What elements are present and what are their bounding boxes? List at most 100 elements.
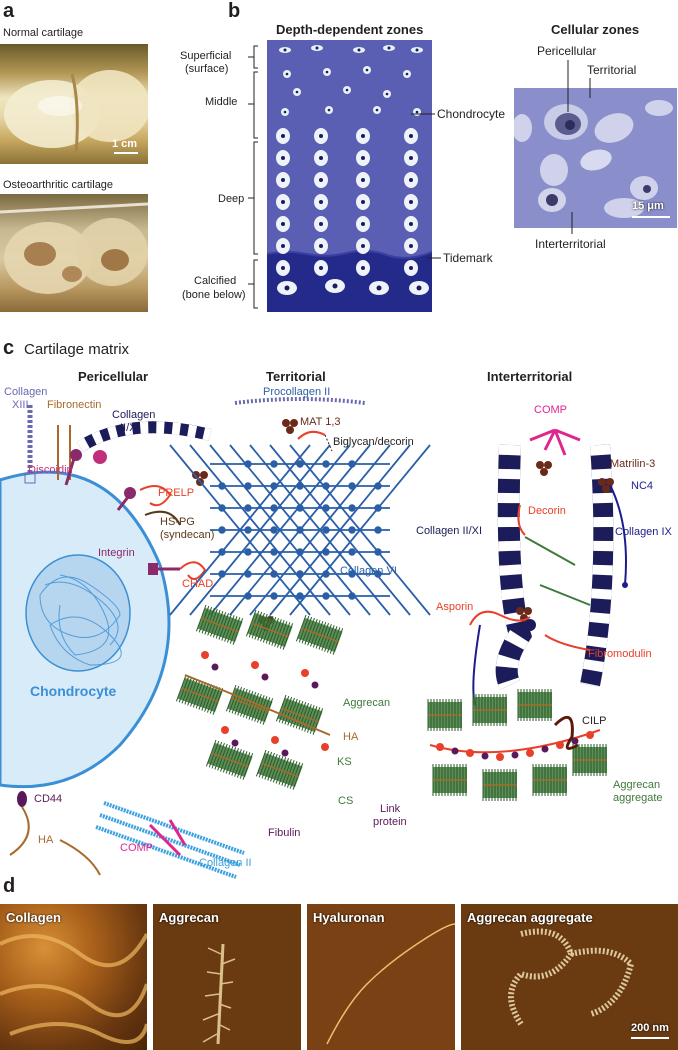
label-prelp: PRELP — [158, 487, 195, 499]
cd44-receptor — [17, 791, 27, 807]
chondrocyte-label-b: Chondrocyte — [437, 107, 506, 121]
aggrecan-aggregate-right — [427, 689, 607, 801]
depth-zones-illustration — [267, 40, 432, 312]
label-chondrocyte-c: Chondrocyte — [30, 683, 117, 699]
scale-200nm: 200 nm — [631, 1022, 669, 1034]
ha-backbone-mid — [184, 674, 331, 736]
procollagen-ii — [234, 397, 366, 405]
cellular-cells — [514, 100, 673, 218]
afm-label-collagen: Collagen — [6, 910, 61, 925]
label-link-1: Link — [380, 803, 401, 815]
zone-deep-label: Deep — [218, 193, 245, 205]
integrin-receptor — [148, 563, 180, 575]
label-aggregate-2: aggregate — [613, 792, 663, 804]
comp-pentamer-right — [529, 428, 581, 456]
pericellular-label-b: Pericellular — [537, 44, 597, 58]
collagen-vi-network — [169, 444, 431, 616]
collagen-ii-bundle — [95, 801, 245, 879]
label-comp-right: COMP — [534, 404, 567, 416]
label-matrilin3: Matrilin-3 — [610, 458, 656, 470]
label-collagen-iixi-1: Collagen — [112, 409, 156, 421]
label-collagen-ix: Collagen IX — [615, 526, 672, 538]
cellular-zones-title: Cellular zones — [551, 22, 640, 37]
panel-b-letter: b — [228, 0, 241, 22]
label-ks: KS — [337, 756, 352, 768]
chromatin — [39, 574, 122, 666]
label-biglycan: Biglycan/decorin — [333, 436, 414, 448]
label-asporin: Asporin — [436, 601, 474, 613]
afm-label-hyaluronan: Hyaluronan — [313, 910, 385, 925]
discoidin-receptor — [64, 449, 82, 486]
normal-cartilage-label: Normal cartilage — [3, 27, 84, 39]
header-territorial: Territorial — [266, 369, 326, 384]
normal-cartilage-photo: 1 cm — [0, 44, 148, 164]
label-collagen-vi: Collagen VI — [340, 565, 397, 577]
label-cilp: CILP — [582, 715, 607, 727]
zone-surface-label: (surface) — [185, 63, 229, 75]
afm-label-aggrecan: Aggrecan — [159, 910, 219, 925]
label-link-2: protein — [373, 816, 407, 828]
zone-middle-label: Middle — [205, 96, 238, 108]
label-ha-left: HA — [38, 834, 54, 846]
header-interterritorial: Interterritorial — [487, 369, 573, 384]
label-decorin: Decorin — [528, 505, 566, 517]
label-aggregate-1: Aggrecan — [613, 779, 661, 791]
collagen-xiii-molecule — [24, 405, 36, 484]
label-fibromodulin: Fibromodulin — [588, 648, 652, 660]
afm-hyaluronan: Hyaluronan — [307, 904, 455, 1050]
label-cd44: CD44 — [34, 793, 63, 805]
label-hspg-1: HS-PG — [160, 516, 195, 528]
zone-bone-below-label: (bone below) — [182, 289, 246, 301]
depth-zones-title: Depth-dependent zones — [276, 22, 424, 37]
label-nc4: NC4 — [631, 480, 654, 492]
afm-aggrecan: Aggrecan — [153, 904, 301, 1050]
chad-molecule — [179, 561, 207, 580]
discoidin-node — [93, 450, 107, 464]
label-fibulin: Fibulin — [268, 827, 301, 839]
decorin-core — [524, 536, 591, 606]
zone-calcified-label: Calcified — [194, 275, 237, 287]
scale-15um: 15 μm — [632, 200, 664, 212]
depth-pointer-lines — [411, 113, 441, 259]
label-collagen-xiii-2: XIII — [12, 399, 29, 411]
oa-knee-shape — [0, 202, 148, 294]
matrilin-clusters — [516, 461, 614, 622]
header-pericellular: Pericellular — [78, 369, 149, 384]
prelp-molecule — [116, 485, 172, 511]
label-ha-mid: HA — [343, 731, 359, 743]
scale-bar-1cm — [114, 152, 138, 154]
aggrecan-territorial — [175, 604, 344, 790]
territorial-label-b: Territorial — [587, 63, 637, 77]
label-discoidin: Discoidin — [28, 464, 73, 476]
label-aggrecan: Aggrecan — [343, 697, 391, 709]
ha-left-strand — [9, 806, 101, 876]
panel-d-letter: d — [3, 875, 16, 897]
label-collagen-ii: Collagen II — [199, 857, 252, 869]
cartilage-matrix-diagram — [0, 397, 628, 879]
tidemark-label: Tidemark — [443, 251, 493, 265]
afm-aggrecan-aggregate: Aggrecan aggregate 200 nm — [461, 904, 678, 1050]
interterritorial-label-b: Interterritorial — [535, 237, 606, 251]
label-hspg-2: (syndecan) — [160, 529, 215, 541]
normal-knee-shape — [4, 70, 148, 155]
label-procollagen: Procollagen II — [263, 386, 331, 398]
scale-bar-200nm — [631, 1037, 669, 1039]
label-integrin: Integrin — [98, 547, 135, 559]
hspg-molecule — [144, 510, 181, 526]
cilp — [553, 715, 579, 751]
label-cs: CS — [338, 795, 354, 807]
cartilage-matrix-title: Cartilage matrix — [24, 341, 130, 358]
cellular-zones-micrograph: 15 μm — [514, 88, 677, 228]
oa-cartilage-label: Osteoarthritic cartilage — [3, 179, 114, 191]
oa-cartilage-photo — [0, 194, 148, 312]
scale-1cm: 1 cm — [112, 138, 138, 150]
cellular-pointer-lines — [567, 60, 591, 234]
label-chad: CHAD — [182, 578, 214, 590]
label-fibronectin: Fibronectin — [47, 399, 102, 411]
scale-bar-15um — [632, 216, 670, 218]
chondrocyte-nucleus — [25, 554, 131, 672]
label-mat13: MAT 1,3 — [300, 416, 341, 428]
afm-collagen: Collagen — [0, 904, 147, 1050]
label-collagen-iixi-right: Collagen II/XI — [416, 525, 483, 537]
zone-brackets — [248, 45, 258, 309]
